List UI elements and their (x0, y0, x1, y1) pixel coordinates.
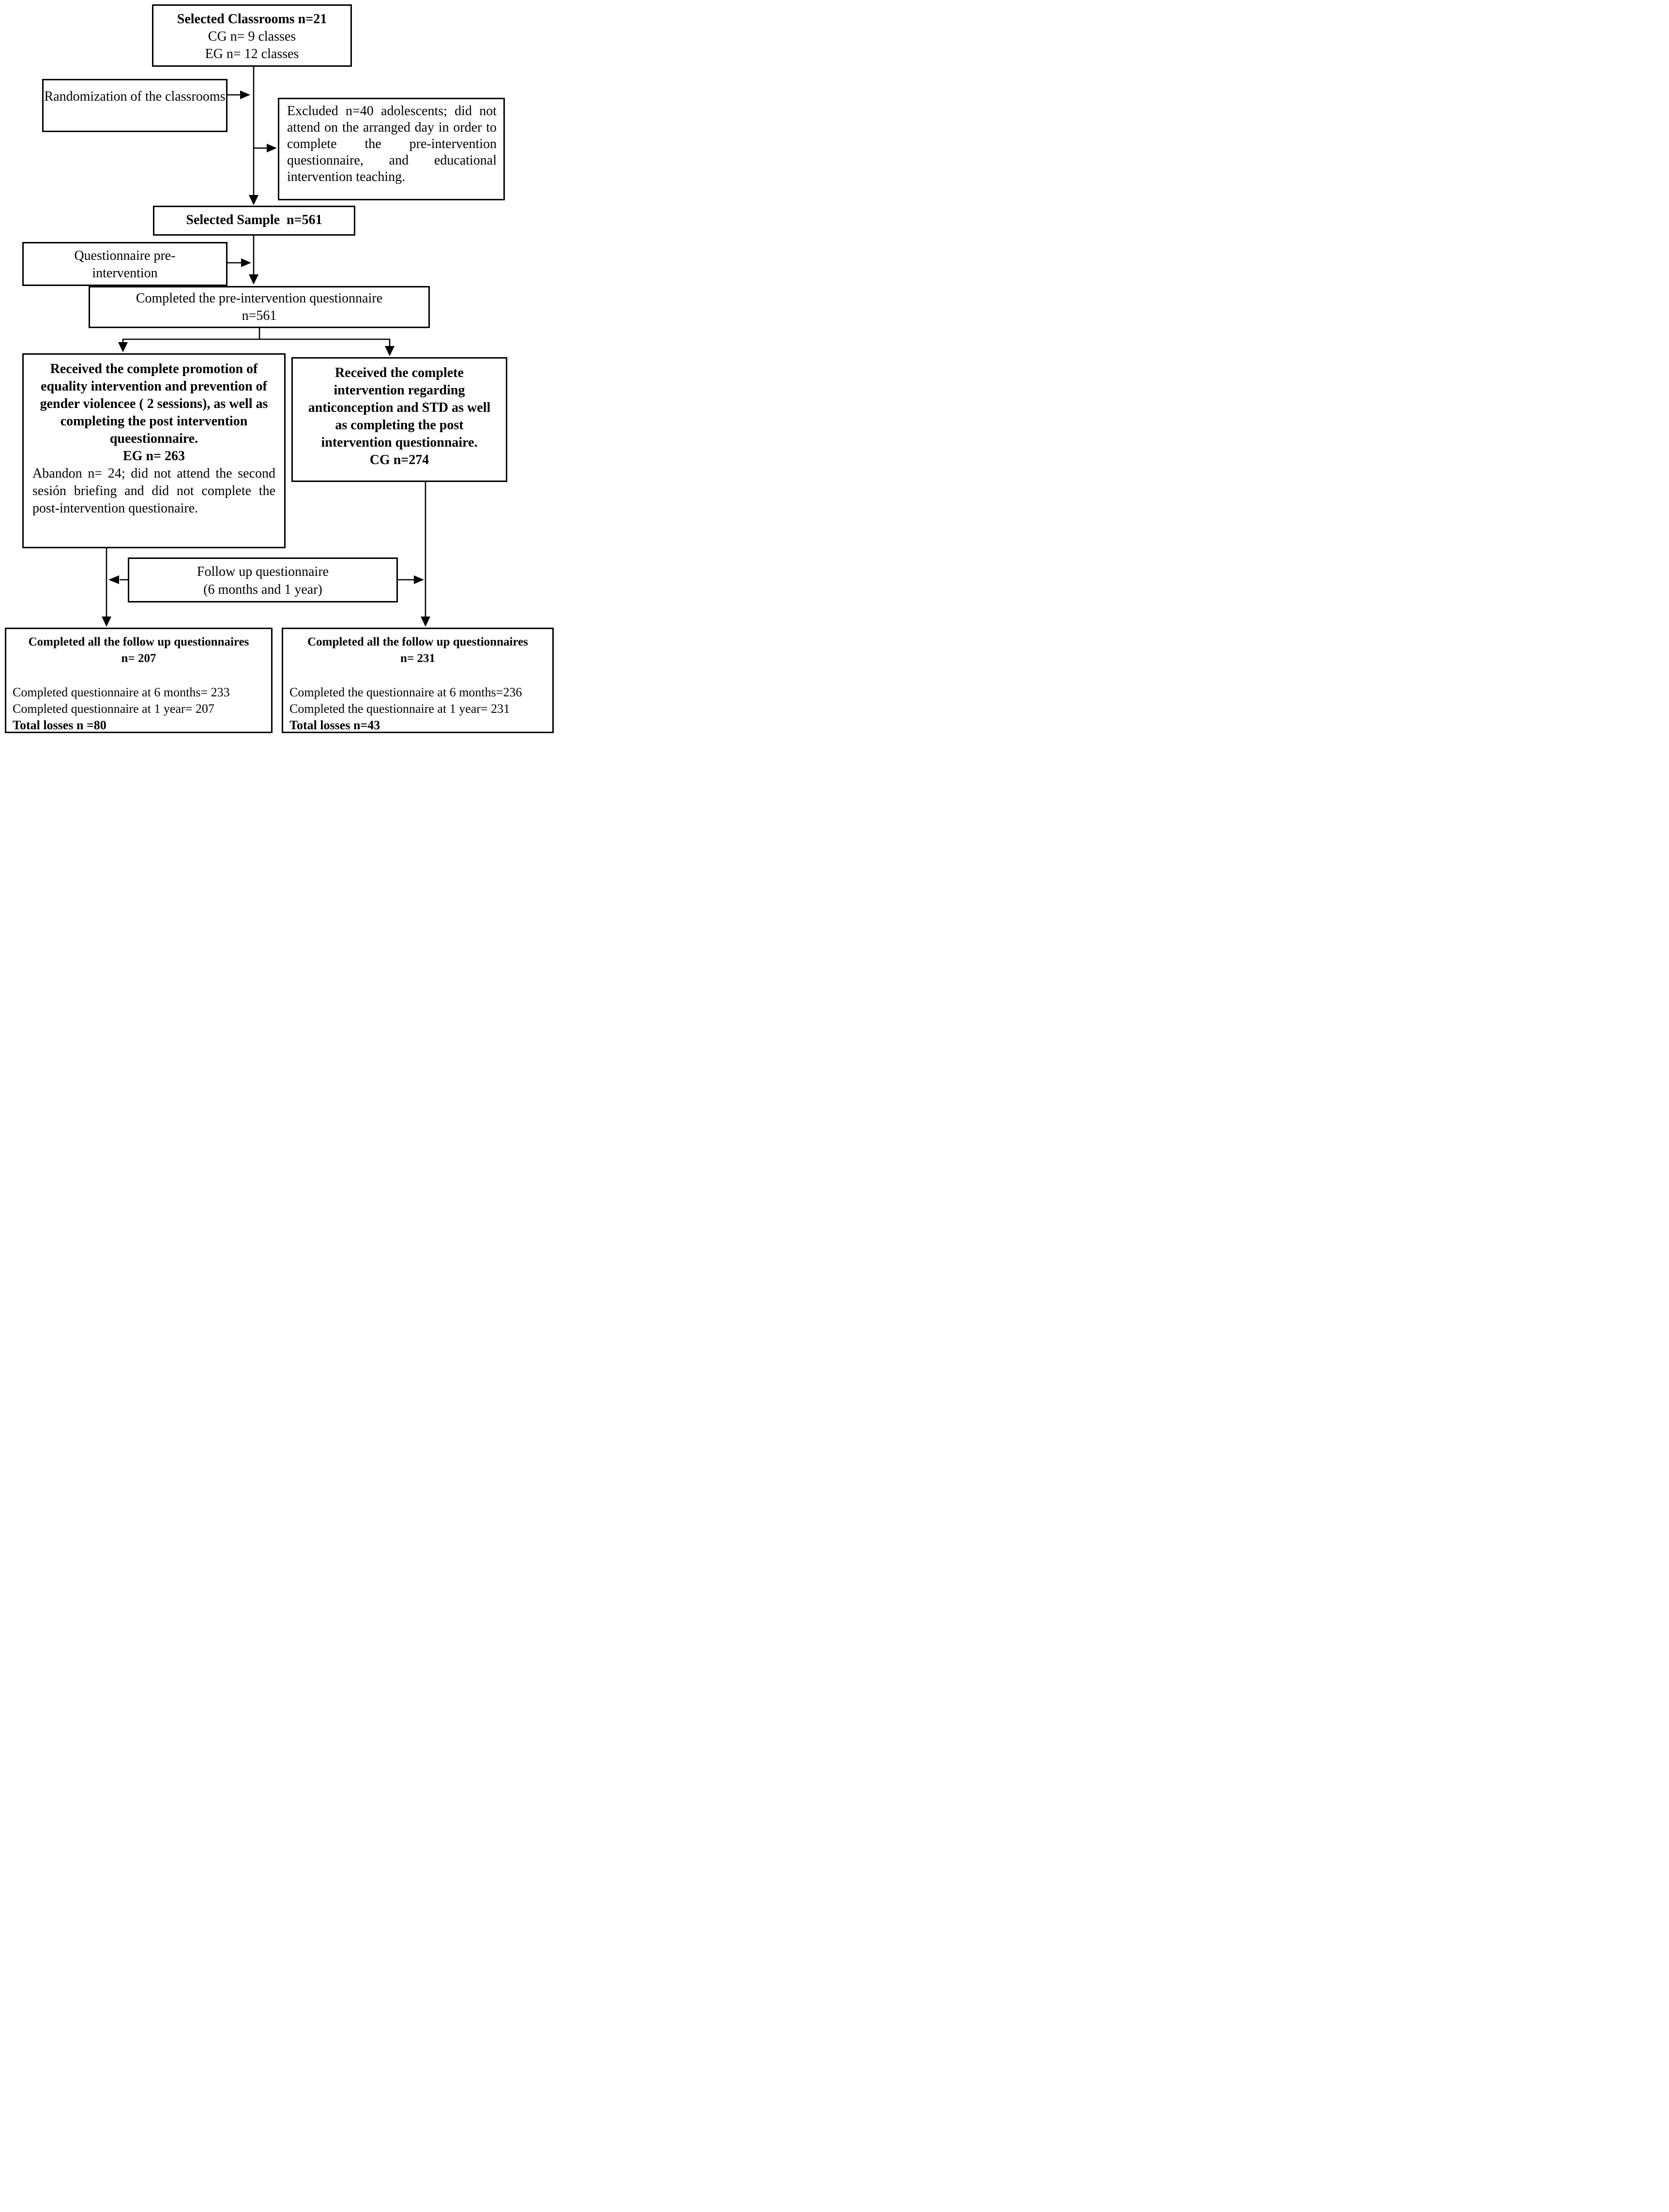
selected-classrooms-title: Selected Classrooms n=21 (177, 12, 327, 27)
arrowhead-down-icon (385, 346, 394, 356)
followup-eg-total-losses: Total losses n =80 (13, 718, 106, 732)
eg-n-line: EG n= 263 (123, 449, 185, 464)
followup-cg-total-losses: Total losses n=43 (289, 718, 380, 732)
box-followup-eg: Completed all the follow up questionnair… (5, 628, 273, 733)
followup-cg-detail-6months: Completed the questionnaire at 6 months=… (289, 685, 522, 699)
arrowhead-right-icon (241, 258, 251, 267)
completed-pre-line2: n=561 (242, 308, 277, 323)
excluded-text: Excluded n=40 adolescents; did not atten… (287, 104, 497, 184)
box-experimental-group: Received the complete promotion of equal… (22, 353, 286, 548)
box-questionnaire-pre: Questionnaire pre- intervention (22, 242, 228, 286)
box-selected-sample: Selected Sample n=561 (153, 206, 355, 236)
followup-cg-header: Completed all the follow up questionnair… (307, 635, 528, 648)
eg-abandon-text: Abandon n= 24; did not attend the second… (32, 466, 275, 516)
connector-branch (118, 328, 394, 356)
arrowhead-right-icon (414, 575, 424, 584)
questionnaire-pre-line1: Questionnaire pre- (74, 248, 176, 263)
followup-eg-header: Completed all the follow up questionnair… (28, 635, 249, 648)
arrowhead-down-icon (118, 342, 128, 352)
connector-cg-to-bottom-right (421, 482, 430, 627)
connector-randomization-to-line (228, 90, 250, 99)
connector-overlay (102, 67, 430, 627)
followup-eg-n: n= 207 (121, 652, 156, 665)
eg-bold-text: Received the complete promotion of equal… (40, 361, 268, 446)
box-followup-cg: Completed all the follow up questionnair… (282, 628, 554, 733)
followup-cg-n: n= 231 (400, 652, 435, 665)
selected-classrooms-eg: EG n= 12 classes (205, 46, 299, 61)
arrowhead-left-icon (108, 575, 119, 584)
followup-eg-detail-1year: Completed questionnaire at 1 year= 207 (13, 702, 214, 716)
box-control-group: Received the complete intervention regar… (291, 357, 507, 482)
arrowhead-down-icon (102, 617, 111, 627)
followup-cg-detail-1year: Completed the questionnaire at 1 year= 2… (289, 702, 510, 716)
connector-top-to-sample (249, 67, 258, 205)
connector-followup-right (398, 575, 424, 584)
cg-n-line: CG n=274 (369, 452, 429, 467)
randomization-text: Randomization of the classrooms (44, 89, 226, 104)
connector-line-to-excluded (254, 144, 277, 152)
box-randomization: Randomization of the classrooms (42, 79, 228, 132)
arrowhead-down-icon (249, 274, 258, 285)
connector-eg-to-bottom-left (102, 548, 111, 627)
connector-sample-to-completed (249, 236, 258, 285)
completed-pre-line1: Completed the pre-intervention questionn… (136, 291, 383, 306)
follow-up-line2: (6 months and 1 year) (203, 582, 322, 597)
cg-bold-text: Received the complete intervention regar… (308, 365, 491, 450)
arrowhead-right-icon (267, 144, 277, 152)
box-follow-up: Follow up questionnaire (6 months and 1 … (128, 557, 398, 602)
flowchart-canvas: Selected Classrooms n=21 CG n= 9 classes… (0, 0, 556, 737)
selected-sample-text: Selected Sample n=561 (186, 212, 322, 227)
selected-classrooms-cg: CG n= 9 classes (208, 29, 296, 44)
box-excluded: Excluded n=40 adolescents; did not atten… (278, 98, 505, 200)
box-selected-classrooms: Selected Classrooms n=21 CG n= 9 classes… (152, 4, 352, 67)
box-completed-pre: Completed the pre-intervention questionn… (89, 286, 430, 328)
connector-followup-left (108, 575, 128, 584)
arrowhead-right-icon (240, 90, 250, 99)
arrowhead-down-icon (249, 195, 258, 205)
arrowhead-down-icon (421, 617, 430, 627)
questionnaire-pre-line2: intervention (92, 266, 158, 281)
followup-eg-detail-6months: Completed questionnaire at 6 months= 233 (13, 685, 230, 699)
follow-up-line1: Follow up questionnaire (197, 564, 329, 579)
connector-questionnaire-to-line (228, 258, 251, 267)
